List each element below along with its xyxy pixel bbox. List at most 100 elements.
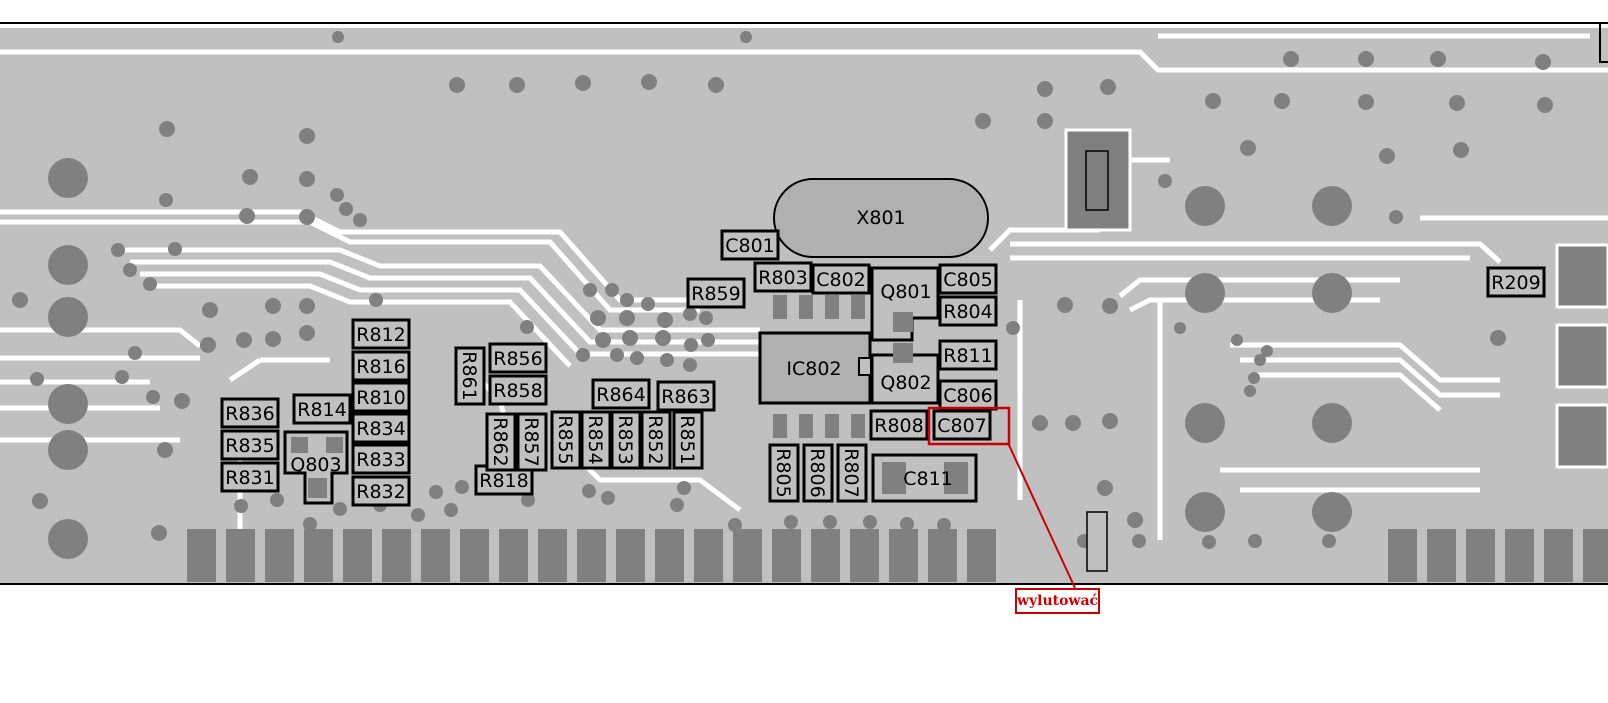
part-r855: R855 [550,410,582,470]
part-r856: R856 [488,342,548,374]
part-r857: R857 [516,412,548,472]
part-r814: R814 [292,393,352,425]
part-r833: R833 [351,443,411,475]
part-r805: R805 [768,443,800,503]
through-hole-pads-left [48,158,88,559]
part-r832: R832 [351,475,411,507]
part-r854: R854 [580,410,612,470]
label-r835: R835 [225,435,274,457]
part-r859: R859 [686,277,746,309]
label-r863: R863 [661,386,710,408]
label-r852: R852 [644,415,666,464]
part-c805: C805 [938,263,998,295]
annotation-leader-line [1007,442,1076,589]
part-r834: R834 [351,412,411,444]
label-r816: R816 [356,356,405,378]
q803-pad-b [326,437,343,453]
large-pad-slot [1085,150,1109,211]
label-r857: R857 [520,417,542,466]
part-r804: R804 [938,295,998,327]
label-r864: R864 [596,384,645,406]
part-r852: R852 [640,410,672,470]
part-c802: C802 [811,263,871,295]
label-r803: R803 [758,267,807,289]
q802-pad [893,343,913,363]
part-r806: R806 [802,443,834,503]
label-r831: R831 [225,467,274,489]
label-c805: C805 [943,269,993,291]
part-r851: R851 [672,410,704,470]
part-r835: R835 [220,429,280,461]
label-r812: R812 [356,324,405,346]
part-r853: R853 [610,410,642,470]
part-r808: R808 [869,409,929,441]
label-r836: R836 [225,403,274,425]
right-side-pads [1555,243,1608,469]
c811-pad-b [944,462,968,494]
q803-pad-a [291,437,308,453]
crystal-x801 [773,178,989,258]
part-r812: R812 [351,318,411,350]
vertical-chip-components: R861 R862 R857 R855 R854 R853 R852 R851 … [454,346,868,503]
c807-highlight-box [927,406,1011,446]
part-r816: R816 [351,350,411,382]
part-r811: R811 [938,339,998,371]
label-r810: R810 [356,387,405,409]
part-r807: R807 [836,443,868,503]
label-r209: R209 [1491,272,1540,294]
part-c806: C806 [938,379,998,411]
label-c811: C811 [903,468,953,490]
label-r832: R832 [356,481,405,503]
through-hole-pads-right [1185,186,1352,532]
label-r855: R855 [554,415,576,464]
label-r814: R814 [297,399,346,421]
label-r818: R818 [479,470,528,492]
label-r856: R856 [493,348,542,370]
ic802-q802-link [858,357,872,376]
label-r805: R805 [772,448,794,497]
c811-pad-a [882,462,906,494]
part-r862: R862 [485,412,517,472]
label-q802: Q802 [880,372,931,394]
label-r807: R807 [840,448,862,497]
part-r831: R831 [220,461,280,493]
label-r862: R862 [489,417,511,466]
board-corner-notch [1599,23,1608,63]
label-c802: C802 [816,269,866,291]
part-r836: R836 [220,397,280,429]
annotation-label: wylutować [1015,588,1100,614]
label-r811: R811 [943,345,992,367]
part-r810: R810 [351,381,411,413]
label-x801: X801 [856,207,905,229]
label-r804: R804 [943,301,992,323]
label-c807: C807 [937,415,987,437]
label-r806: R806 [806,448,828,497]
part-r803: R803 [753,261,813,293]
label-r853: R853 [614,415,636,464]
q802-outline [870,353,940,405]
label-r808: R808 [874,415,923,437]
chip-components: C801 R803 C802 C805 R804 R811 C806 R808 … [220,229,1546,507]
label-r859: R859 [691,283,740,305]
label-r834: R834 [356,418,405,440]
label-r833: R833 [356,449,405,471]
part-c801: C801 [720,229,780,261]
label-q803: Q803 [290,454,341,476]
label-r851: R851 [676,415,698,464]
part-c807: C807 [932,409,992,441]
label-r854: R854 [584,415,606,464]
q803-pad-c [308,478,327,498]
label-q801: Q801 [880,281,931,303]
slot-lower [1086,511,1108,572]
part-r209: R209 [1486,266,1546,298]
label-c806: C806 [943,385,993,407]
label-c801: C801 [725,235,775,257]
label-r861: R861 [458,351,480,400]
part-r863: R863 [656,380,716,412]
label-r858: R858 [493,380,542,402]
ic802-pins [773,295,865,438]
part-r864: R864 [591,378,651,410]
edge-connector-fingers [187,529,1608,582]
part-r861: R861 [454,346,486,406]
